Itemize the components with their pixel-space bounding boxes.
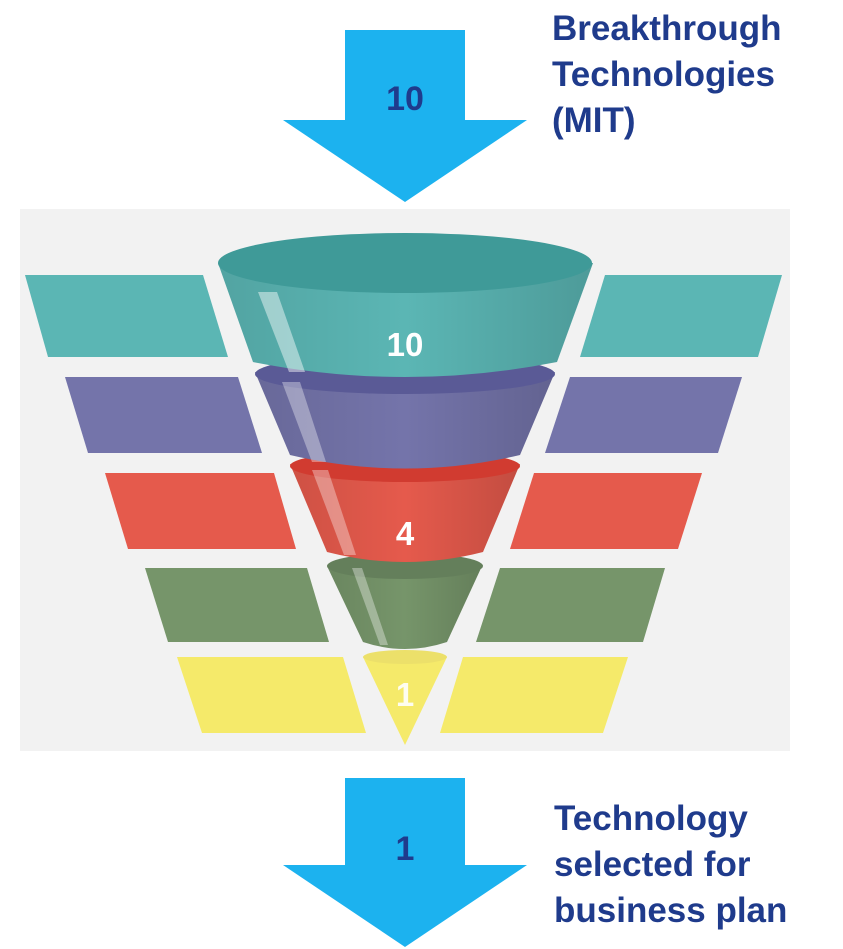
band-left-1 [25,275,228,357]
bottom-arrow-count: 1 [396,830,415,868]
bottom-arrow-shape [283,778,527,947]
funnel-label-stage-5: 1 [396,676,414,713]
side-bands [25,275,782,733]
bottom-caption-line-2: selected for [554,845,751,884]
funnel-stage-1 [218,233,593,377]
band-left-2 [65,377,262,453]
top-arrow: 10 [283,30,527,202]
top-caption-line-2: Technologies [552,55,775,94]
band-right-5 [440,657,628,733]
band-right-2 [545,377,742,453]
bottom-caption: Technology selected for business plan [554,796,787,934]
top-caption-line-1: Breakthrough [552,9,782,48]
funnel-stack: 10 4 1 [218,233,593,745]
band-right-4 [476,568,665,642]
band-right-3 [510,473,702,549]
bottom-caption-line-3: business plan [554,891,788,930]
bottom-arrow: 1 [283,778,527,947]
bottom-caption-line-1: Technology [554,799,748,838]
funnel-label-stage-1: 10 [387,326,424,363]
band-left-4 [145,568,329,642]
funnel-stage-5 [363,650,447,745]
funnel-label-stage-3: 4 [396,515,415,552]
funnel-top-opening [218,233,592,293]
band-left-5 [177,657,366,733]
top-caption: Breakthrough Technologies (MIT) [552,6,781,144]
top-caption-line-3: (MIT) [552,101,636,140]
top-arrow-count: 10 [386,80,424,118]
top-arrow-shape [283,30,527,202]
band-right-1 [580,275,782,357]
band-left-3 [105,473,296,549]
